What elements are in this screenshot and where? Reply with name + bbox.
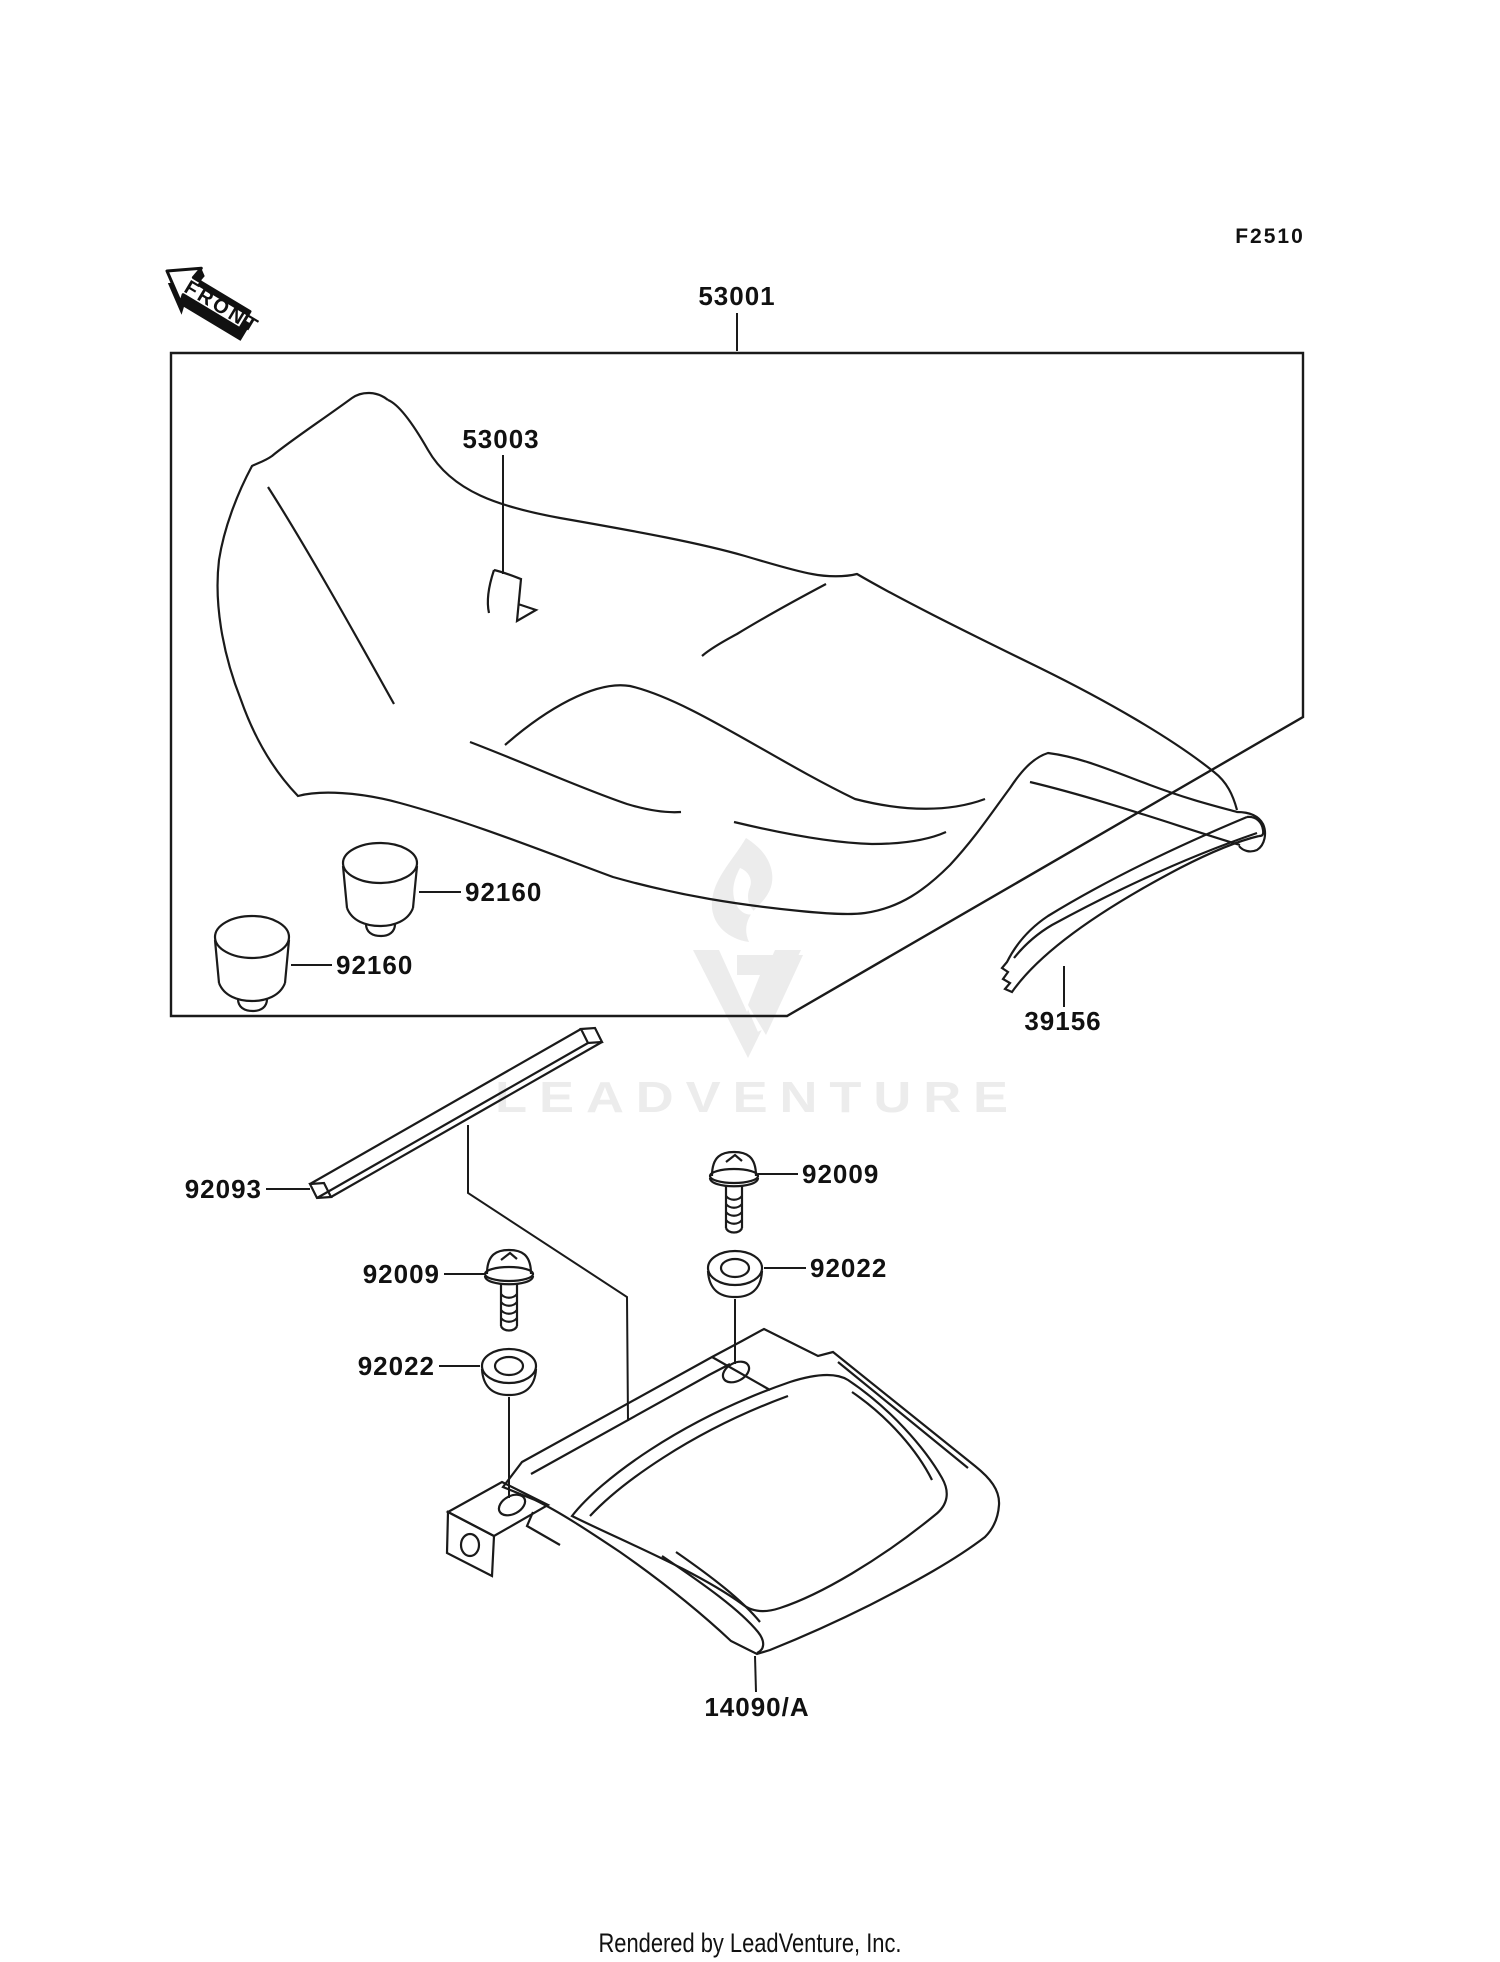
damper-upper (341, 841, 419, 938)
cover-14090 (445, 1327, 1001, 1656)
trim-strip-92093 (308, 1026, 604, 1200)
seat-band-flap (486, 568, 539, 624)
label-washer-left: 92022 (358, 1351, 435, 1381)
leadventure-watermark: LEADVENTURE (495, 838, 1020, 1122)
label-washer-right: 92022 (810, 1253, 887, 1283)
leader-14090 (754, 1655, 757, 1693)
footer-credit: Rendered by LeadVenture, Inc. (599, 1928, 902, 1958)
label-damper-lower: 92160 (336, 950, 413, 980)
watermark-text: LEADVENTURE (495, 1073, 1020, 1122)
label-seat-assembly: 53001 (698, 281, 775, 311)
label-screw-left: 92009 (363, 1259, 440, 1289)
screw-right (708, 1150, 760, 1234)
label-damper-upper: 92160 (465, 877, 542, 907)
diagram-code: F2510 (1235, 225, 1305, 248)
seat-drawing (216, 391, 1267, 916)
label-cover: 14090/A (704, 1692, 809, 1722)
frame-box (169, 351, 1305, 1018)
front-arrow: FRONT (165, 266, 264, 341)
leader-92093-to-cover (467, 1125, 629, 1422)
label-pad: 39156 (1024, 1006, 1101, 1036)
label-screw-right: 92009 (802, 1159, 879, 1189)
washer-left (480, 1347, 538, 1397)
washer-right (706, 1249, 764, 1299)
label-seat-band: 53003 (462, 424, 539, 454)
screw-left (483, 1248, 535, 1332)
label-trim-strip: 92093 (185, 1174, 262, 1204)
damper-lower (213, 914, 291, 1013)
pad-39156 (1000, 815, 1265, 994)
watermark-seven-icon (737, 955, 803, 1035)
